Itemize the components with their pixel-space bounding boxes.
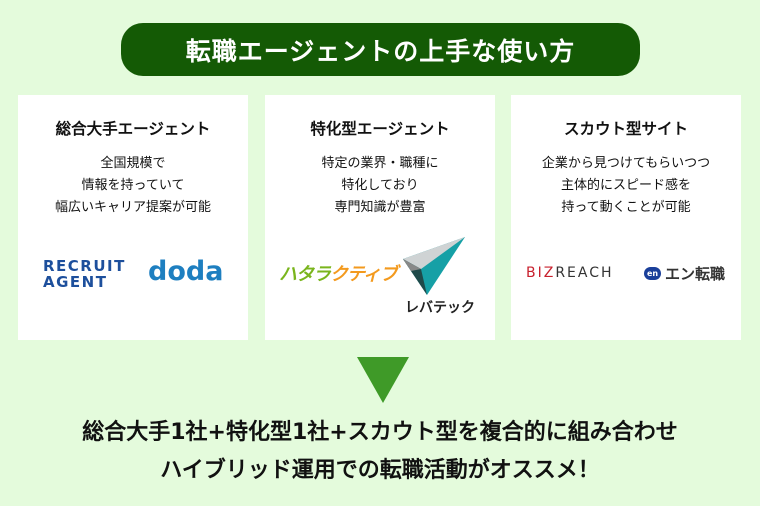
card-general-agent: 総合大手エージェント 全国規模で 情報を持っていて 幅広いキャリア提案が可能 R…	[18, 95, 248, 340]
bizreach-logo: BIZREACH	[526, 265, 614, 281]
desc-line: 幅広いキャリア提案が可能	[54, 200, 211, 215]
desc-line: 特定の業界・職種に	[321, 156, 439, 171]
desc-line: 全国規模で	[100, 156, 166, 171]
desc-line: 特化しており	[341, 178, 419, 193]
conclusion-line-1: 総合大手1社+特化型1社+スカウト型を複合的に組み合わせ	[82, 420, 678, 445]
card-description: 全国規模で 情報を持っていて 幅広いキャリア提案が可能	[18, 153, 248, 219]
card-scout-site: スカウト型サイト 企業から見つけてもらいつつ 主体的にスピード感を 持って動くこ…	[511, 95, 741, 340]
en-badge-icon: en	[644, 267, 661, 280]
down-arrow-icon	[357, 357, 409, 403]
doda-logo: doda	[148, 256, 224, 287]
levtech-logo-mark-icon	[403, 237, 465, 295]
card-heading: 特化型エージェント	[310, 120, 450, 138]
desc-line: 情報を持っていて	[81, 178, 185, 193]
desc-line: 企業から見つけてもらいつつ	[541, 156, 711, 171]
logo-row: ハタラクティブ レバテック	[265, 237, 495, 330]
desc-line: 主体的にスピード感を	[560, 178, 691, 193]
card-heading: 総合大手エージェント	[55, 120, 211, 138]
hataractive-logo: ハタラクティブ	[279, 264, 398, 285]
card-heading: スカウト型サイト	[563, 120, 688, 138]
card-specialized-agent: 特化型エージェント 特定の業界・職種に 特化しており 専門知識が豊富 ハタラクテ…	[265, 95, 495, 340]
card-description: 特定の業界・職種に 特化しており 専門知識が豊富	[265, 153, 495, 219]
levtech-logo: レバテック	[405, 300, 475, 316]
page-title: 転職エージェントの上手な使い方	[121, 23, 640, 76]
card-description: 企業から見つけてもらいつつ 主体的にスピード感を 持って動くことが可能	[511, 153, 741, 219]
desc-line: 専門知識が豊富	[334, 200, 426, 215]
conclusion-line-2: ハイブリッド運用での転職活動がオススメ！	[160, 458, 600, 483]
desc-line: 持って動くことが可能	[561, 200, 691, 215]
